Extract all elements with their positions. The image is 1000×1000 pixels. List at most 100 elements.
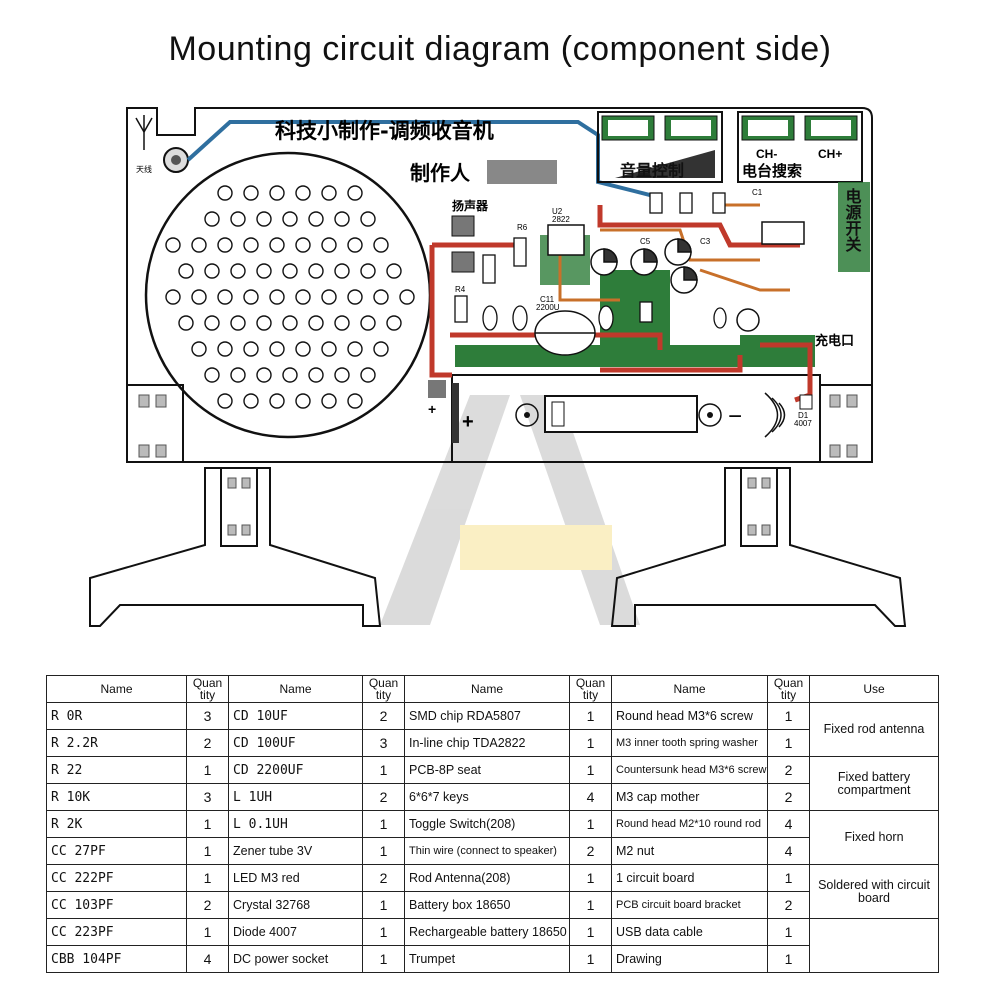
speaker-hole (386, 315, 402, 331)
speaker-hole (230, 315, 246, 331)
quantity-cell: 1 (569, 810, 612, 838)
part-name-cell: CD 2200UF (228, 756, 363, 784)
part-name-cell: Trumpet (404, 945, 570, 973)
speaker-hole (360, 263, 376, 279)
speaker-hole (191, 289, 207, 305)
quantity-cell: 3 (362, 729, 405, 757)
quantity-cell: 1 (362, 945, 405, 973)
right-stand (610, 467, 907, 627)
quantity-cell: 1 (186, 756, 229, 784)
speaker-hole (321, 185, 337, 201)
ceramic-capacitors (482, 305, 727, 331)
quantity-cell: 1 (767, 702, 810, 730)
quantity-cell: 1 (362, 756, 405, 784)
c11-label: C11 (540, 295, 555, 304)
quantity-cell: 1 (569, 891, 612, 919)
speaker-hole (165, 289, 181, 305)
part-name-cell: Countersunk head M3*6 screw (611, 756, 768, 784)
r4-label: R4 (455, 285, 466, 294)
speaker-hole (295, 393, 311, 409)
speaker-hole (204, 263, 220, 279)
speaker-hole (399, 289, 415, 305)
capacitors (534, 238, 760, 356)
speaker-hole (282, 263, 298, 279)
speaker-hole (243, 289, 259, 305)
part-name-cell: Diode 4007 (228, 918, 363, 946)
speaker-hole (308, 367, 324, 383)
quantity-cell: 1 (569, 702, 612, 730)
speaker-hole (217, 237, 233, 253)
part-name-cell: CC 223PF (46, 918, 187, 946)
speaker-hole (360, 367, 376, 383)
page-title: Mounting circuit diagram (component side… (168, 30, 832, 68)
quantity-cell: 2 (362, 864, 405, 892)
u2-label: U2 (552, 207, 563, 216)
speaker-hole (308, 315, 324, 331)
use-cell (809, 918, 939, 973)
part-name-cell: LED M3 red (228, 864, 363, 892)
speaker-hole (360, 315, 376, 331)
channel-search-keys: CH- CH+ 电台搜索 (737, 111, 863, 183)
left-stand (89, 467, 382, 627)
speaker-hole (243, 393, 259, 409)
speaker-hole (256, 315, 272, 331)
circuit-diagram: 天线 科技小制作-调频收音机 制作人 音量控制 CH- CH+ 电台搜索 电源开… (89, 107, 907, 627)
quantity-cell: 1 (767, 918, 810, 946)
speaker-hole (217, 289, 233, 305)
speaker-hole (347, 237, 363, 253)
part-name-cell: DC power socket (228, 945, 363, 973)
part-name-cell: Zener tube 3V (228, 837, 363, 865)
part-name-cell: Drawing (611, 945, 768, 973)
speaker-hole (334, 315, 350, 331)
part-name-cell: Rod Antenna(208) (404, 864, 570, 892)
battery-plus-left: + (428, 401, 436, 417)
volume-label: 音量控制 (620, 161, 684, 180)
r6-label: R6 (517, 223, 528, 232)
quantity-cell: 4 (569, 783, 612, 811)
speaker-hole (217, 185, 233, 201)
battery-box: + + − D1 4007 (428, 380, 813, 443)
quantity-cell: 2 (186, 891, 229, 919)
ic-u2: U2 2822 (547, 207, 585, 256)
part-name-cell: CC 222PF (46, 864, 187, 892)
speaker-hole (282, 211, 298, 227)
quantity-cell: 1 (569, 918, 612, 946)
search-label: 电台搜索 (742, 162, 802, 180)
part-name-cell: Round head M3*6 screw (611, 702, 768, 730)
col-name: Name (228, 675, 363, 703)
use-cell: Soldered with circuit board (809, 864, 939, 919)
speaker-hole (334, 263, 350, 279)
smd-chip-rda5807 (761, 221, 805, 245)
speaker-hole (308, 211, 324, 227)
quantity-cell: 1 (569, 945, 612, 973)
quantity-cell: 1 (362, 891, 405, 919)
quantity-cell: 1 (186, 837, 229, 865)
ch-minus-label: CH- (756, 147, 777, 161)
speaker-hole (256, 263, 272, 279)
mounting-slots (138, 394, 858, 458)
part-name-cell: R 22 (46, 756, 187, 784)
speaker-hole (269, 185, 285, 201)
quantity-cell: 1 (362, 918, 405, 946)
quantity-cell: 2 (569, 837, 612, 865)
c11-value: 2200U (536, 303, 560, 312)
quantity-cell: 1 (362, 837, 405, 865)
use-cell: Fixed battery compartment (809, 756, 939, 811)
quantity-cell: 1 (186, 810, 229, 838)
speaker-hole (243, 341, 259, 357)
part-name-cell: Crystal 32768 (228, 891, 363, 919)
power-switch-label: 电源开关 (843, 187, 862, 253)
part-name-cell: 6*6*7 keys (404, 783, 570, 811)
part-name-cell: R 10K (46, 783, 187, 811)
speaker-hole (282, 315, 298, 331)
speaker-grille (144, 151, 432, 439)
speaker-hole (178, 315, 194, 331)
speaker-hole (321, 393, 337, 409)
